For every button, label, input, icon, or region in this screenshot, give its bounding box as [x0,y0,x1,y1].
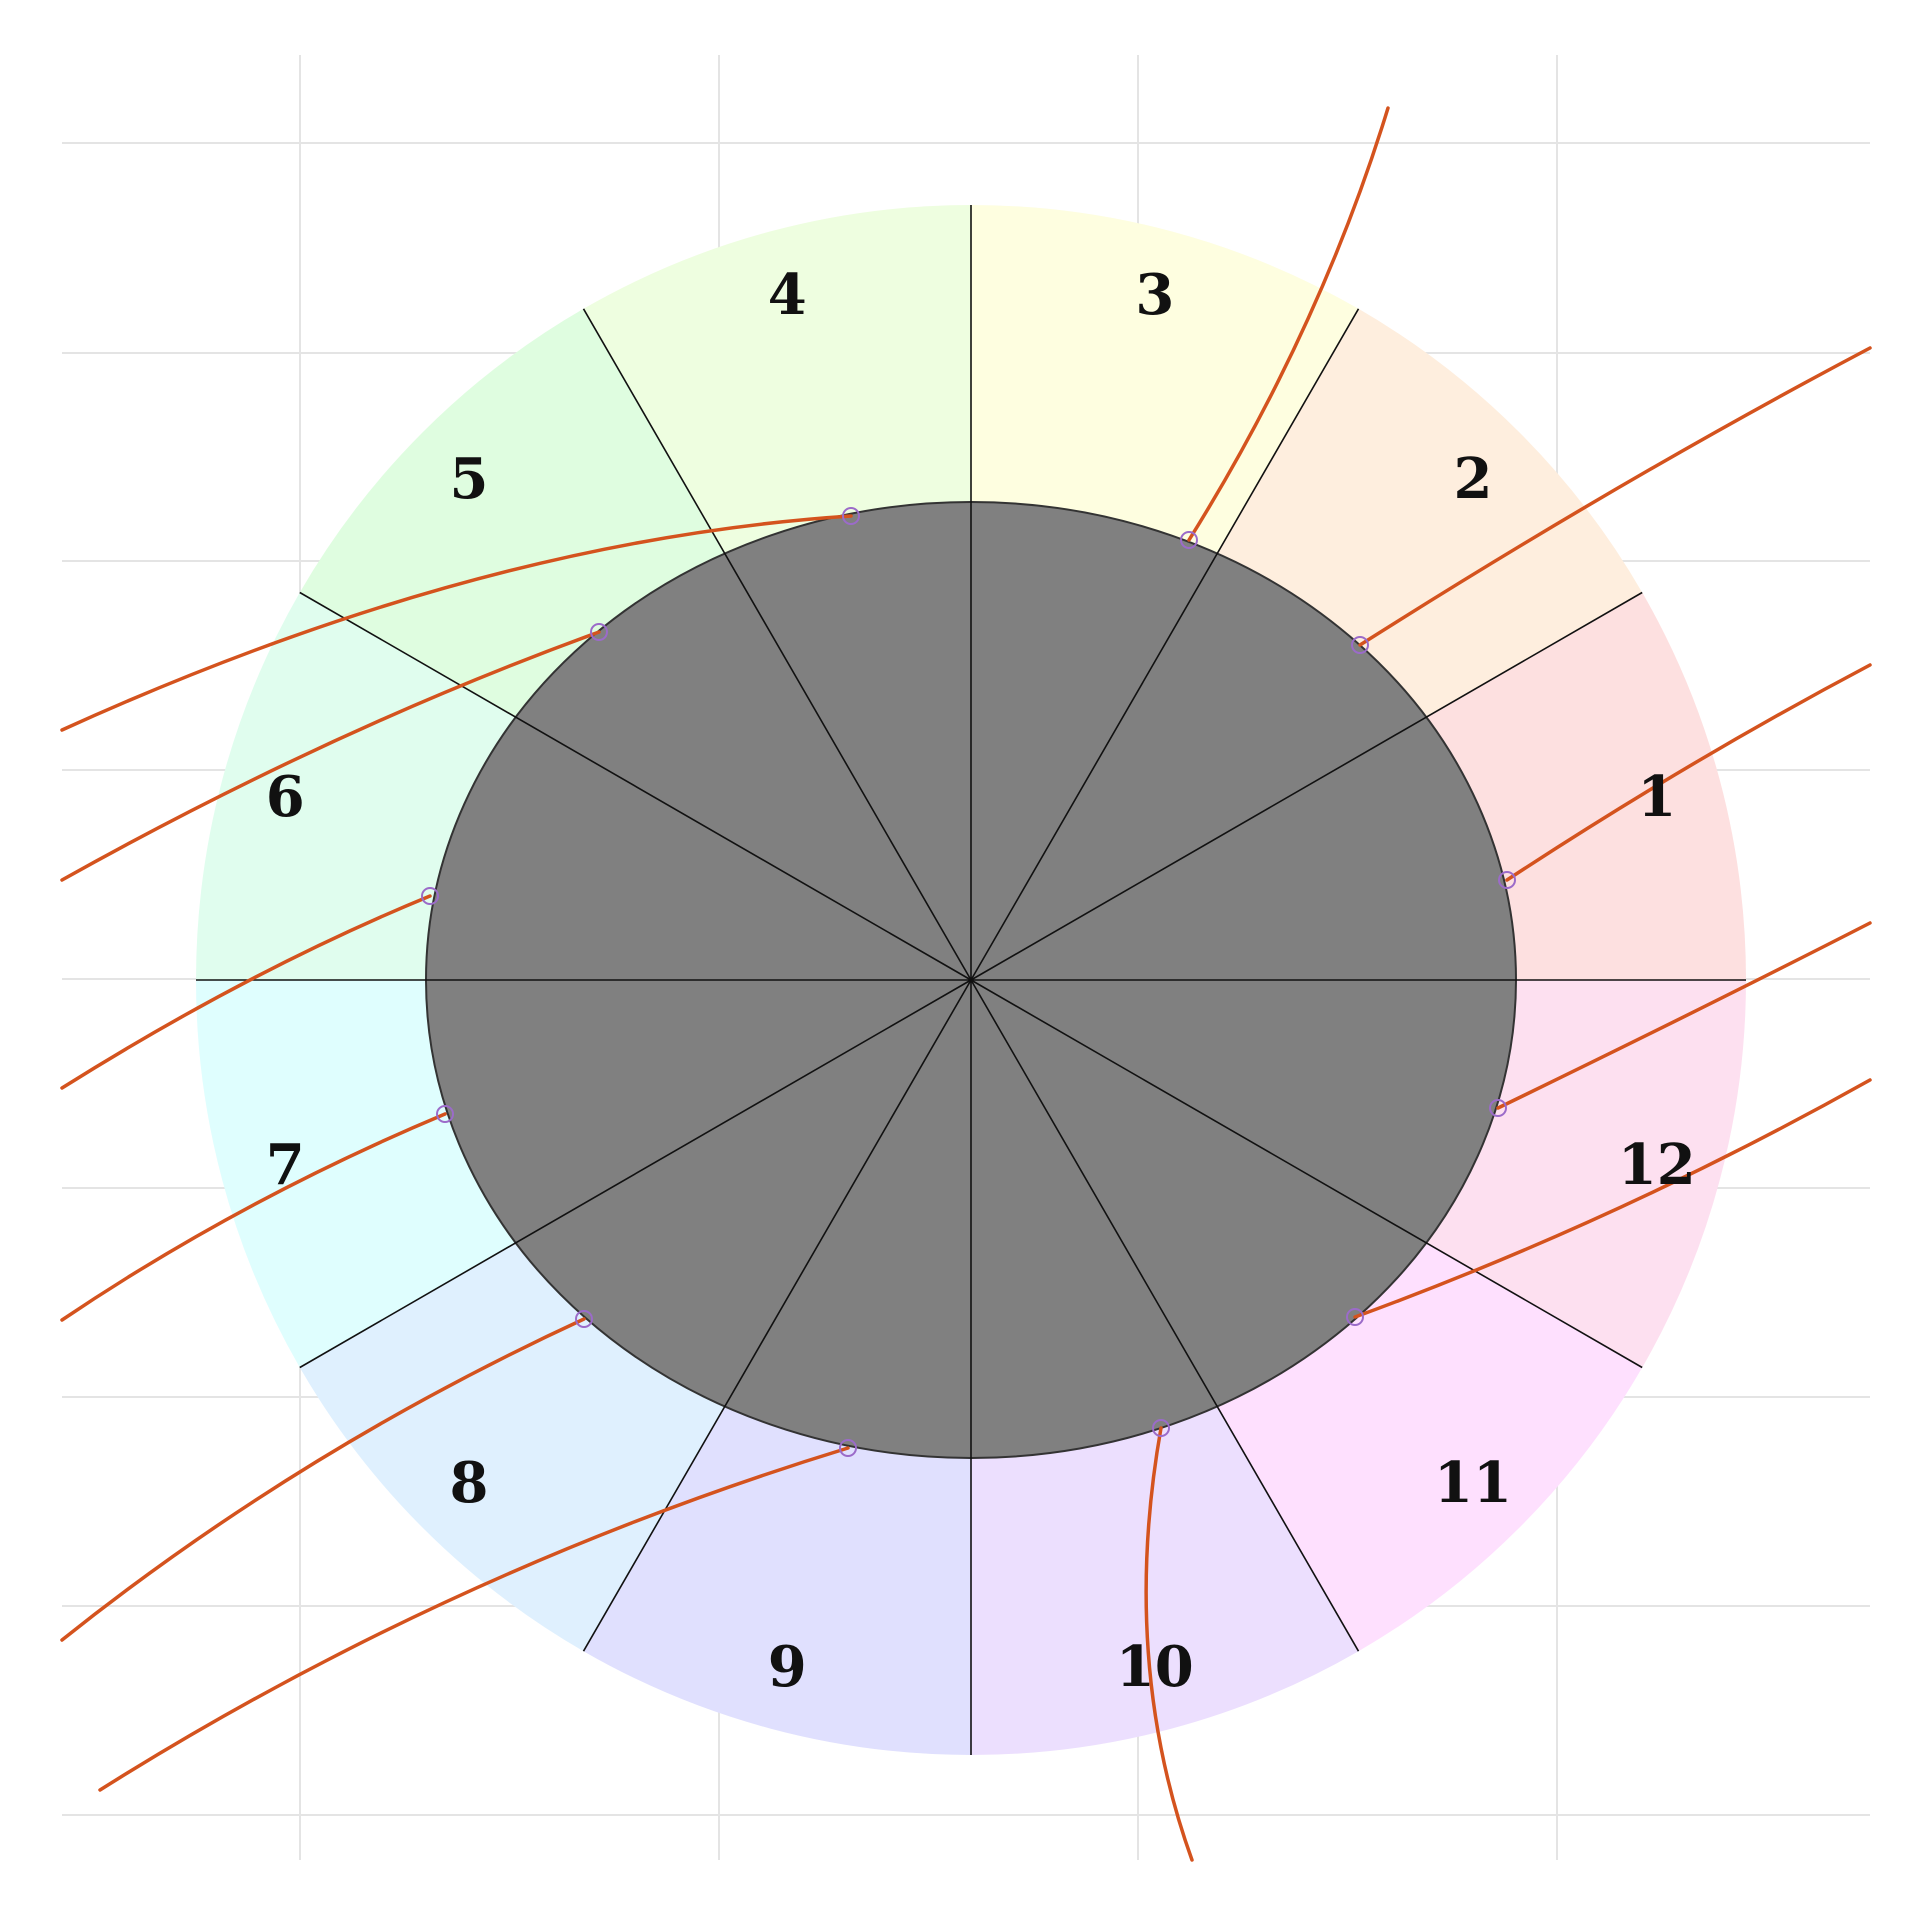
orange-curve [1358,346,1872,647]
sector-8-label: 8 [450,1450,489,1516]
orange-curve [60,894,432,1090]
curve-marker-circle [421,887,439,905]
curve-marker-circle [590,623,608,641]
curve-marker-circle [1351,636,1369,654]
sector-4-label: 4 [768,262,807,328]
orange-curve [1144,1426,1194,1862]
sector-5-label: 5 [450,446,489,512]
curve-marker-circle [575,1310,593,1328]
sector-2-label: 2 [1454,446,1493,512]
curve-marker-circle [1498,871,1516,889]
sector-dividers [196,205,1746,1755]
orange-curve [1353,1078,1872,1319]
sector-6-label: 6 [266,764,305,830]
curve-marker-circle [842,507,860,525]
orange-curve [60,630,601,882]
sector-divider-line [970,979,1643,1369]
orange-curve [60,1317,586,1642]
sector-divider-line [299,591,972,981]
sector-7-label: 7 [266,1132,305,1198]
curve-marker-circle [1180,531,1198,549]
sector-divider-line [299,979,972,1369]
sector-11-label: 11 [1434,1450,1512,1516]
curve-marker-circle [1489,1099,1507,1117]
sector-divider-line [970,979,1360,1652]
sector-divider-line [970,591,1643,981]
orange-curve [1496,921,1872,1110]
sector-3-label: 3 [1135,262,1174,328]
orange-curve [60,514,853,732]
sector-12-label: 12 [1618,1132,1696,1198]
sector-9-label: 9 [768,1634,807,1700]
sector-1-label: 1 [1637,764,1676,830]
curve-marker-circle [436,1105,454,1123]
orange-curves [60,106,1872,1862]
sector-10-label: 10 [1116,1634,1194,1700]
orange-curve [60,1112,447,1322]
orange-curve [1187,106,1390,542]
sector-divider-line [970,308,1360,981]
curve-markers [421,507,1516,1457]
curve-marker-circle [1152,1419,1170,1437]
orange-curve [1505,663,1872,882]
sector-divider-line [582,308,972,981]
curve-marker-circle [839,1439,857,1457]
curve-marker-circle [1346,1308,1364,1326]
sector-divider-line [582,979,972,1652]
orange-curve [98,1446,850,1792]
